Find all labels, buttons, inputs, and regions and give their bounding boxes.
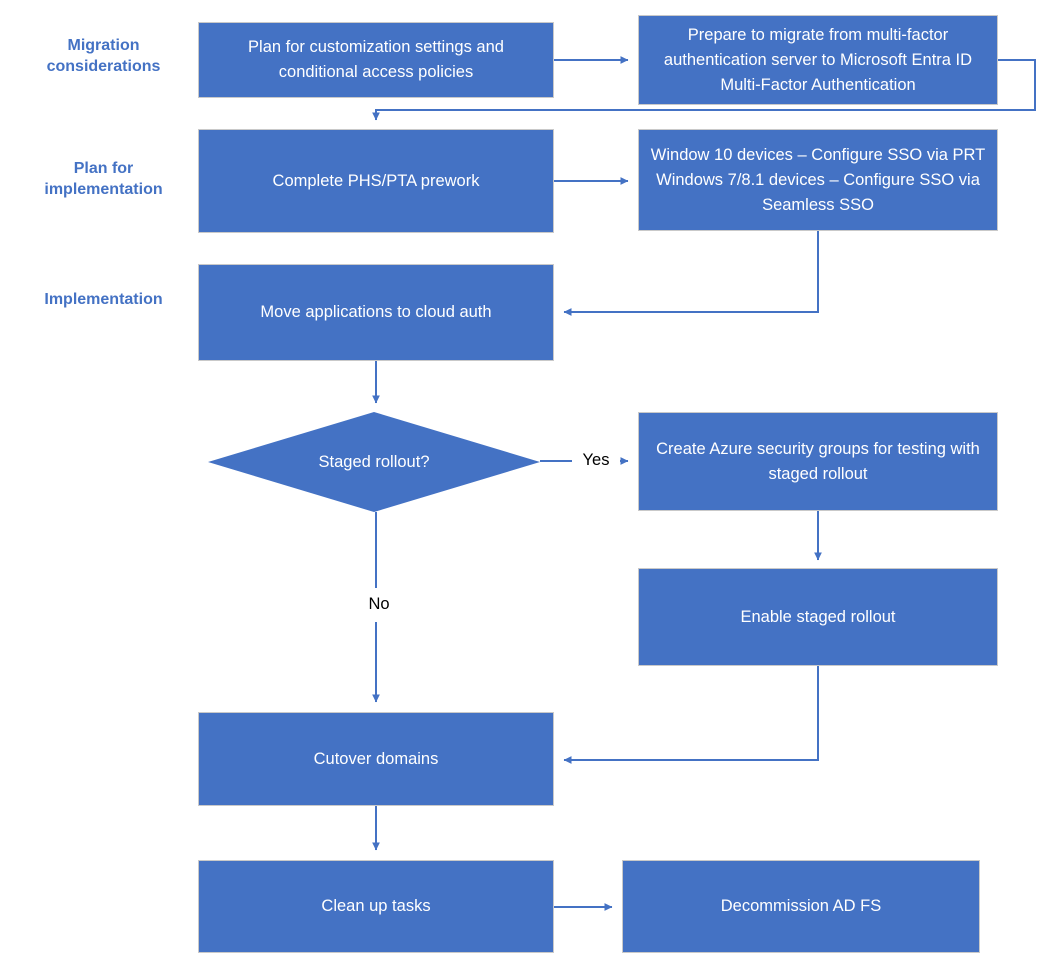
node-configure-sso-devices[interactable]: Window 10 devices – Configure SSO via PR… (638, 129, 998, 231)
node-enable-staged-rollout[interactable]: Enable staged rollout (638, 568, 998, 666)
swimlane-label-plan-for-implementation: Plan for implementation (44, 160, 163, 198)
swimlane-label-migration-considerations: Migration considerations (46, 37, 161, 75)
node-plan-customization[interactable]: Plan for customization settings and cond… (198, 22, 554, 98)
edge-label-yes: Yes (572, 450, 620, 470)
node-cutover-domains[interactable]: Cutover domains (198, 712, 554, 806)
edge-label-no: No (355, 594, 403, 614)
node-move-applications[interactable]: Move applications to cloud auth (198, 264, 554, 361)
node-clean-up-tasks[interactable]: Clean up tasks (198, 860, 554, 953)
swimlane-label-implementation: Implementation (44, 291, 163, 308)
node-staged-rollout-decision-label: Staged rollout? (318, 452, 430, 471)
diamond-shape (208, 412, 540, 512)
node-prepare-mfa-migrate[interactable]: Prepare to migrate from multi-factor aut… (638, 15, 998, 105)
node-create-security-groups[interactable]: Create Azure security groups for testing… (638, 412, 998, 511)
node-complete-phs-pta-prework[interactable]: Complete PHS/PTA prework (198, 129, 554, 233)
node-staged-rollout-decision[interactable]: Staged rollout? (208, 412, 540, 512)
node-decommission-adfs[interactable]: Decommission AD FS (622, 860, 980, 953)
